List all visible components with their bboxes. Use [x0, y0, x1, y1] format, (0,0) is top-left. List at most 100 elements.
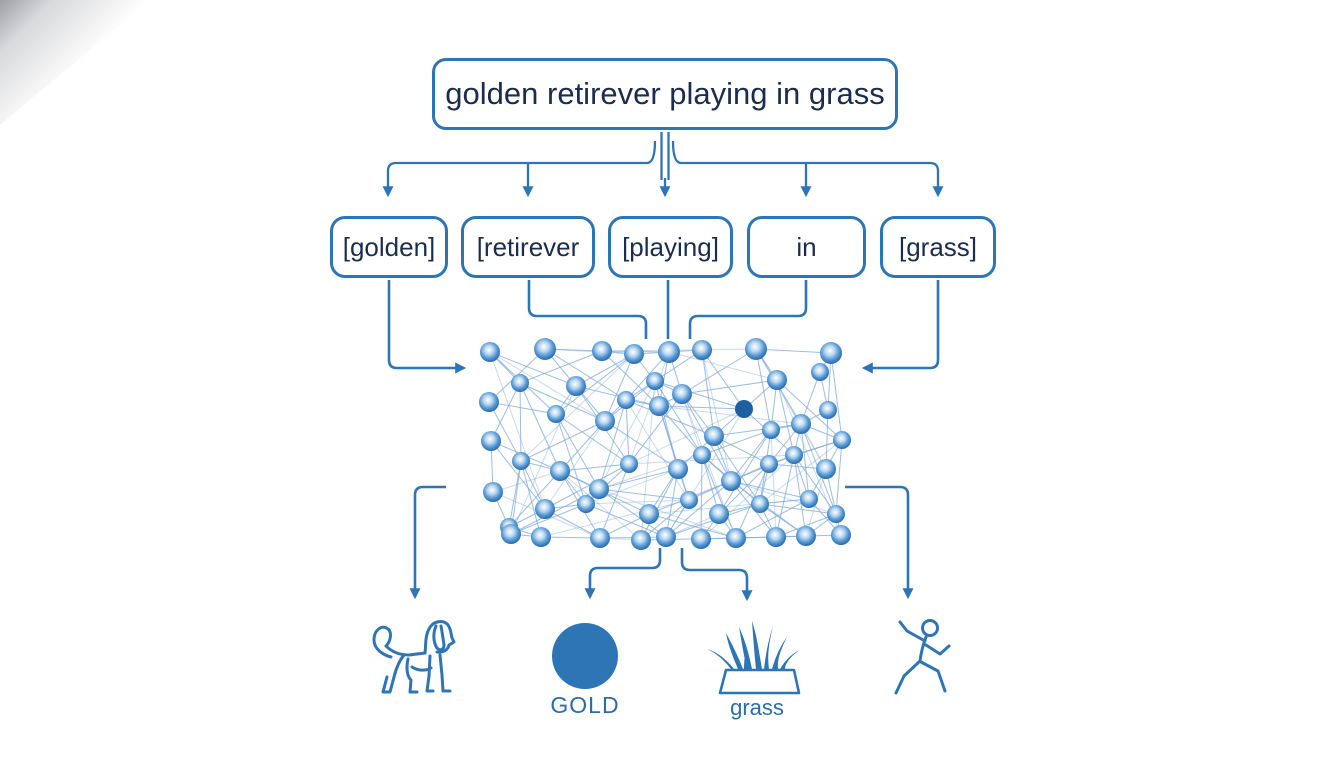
network-edge — [730, 429, 772, 482]
network-edge — [604, 353, 635, 422]
grass-blade — [744, 649, 749, 669]
network-edge — [598, 399, 627, 490]
network-node — [480, 342, 500, 362]
network-edge — [713, 423, 802, 437]
line-in-to-network — [688, 280, 808, 339]
network-edge — [599, 463, 630, 539]
token-label: [grass] — [898, 231, 978, 262]
network-node — [709, 504, 729, 524]
network-edge — [628, 408, 745, 465]
network-edge — [544, 348, 627, 401]
network-edge — [559, 463, 630, 472]
network-node — [577, 495, 595, 513]
network-edge — [713, 435, 761, 505]
network-edge — [625, 399, 630, 465]
token-label: in — [796, 231, 817, 262]
network-edge — [490, 382, 521, 442]
network-edge — [654, 380, 745, 410]
word-network-edges — [488, 348, 843, 541]
grass-blade — [739, 627, 752, 669]
network-node — [649, 396, 669, 416]
network-edge — [625, 399, 690, 501]
network-node — [691, 529, 711, 549]
network-node — [589, 479, 609, 499]
network-node — [479, 392, 499, 412]
network-node — [631, 530, 651, 550]
network-edge — [555, 353, 635, 415]
network-edge — [544, 348, 635, 355]
network-edge — [668, 351, 778, 381]
network-edge — [718, 463, 770, 515]
arrow-network-to-dog — [409, 485, 446, 600]
network-node — [796, 526, 816, 546]
grass-output-label: grass — [730, 695, 784, 720]
network-edge — [489, 351, 606, 422]
token-box-golden: [golden] — [330, 216, 448, 278]
network-edge — [793, 454, 837, 515]
network-edge — [489, 351, 577, 387]
network-node — [692, 340, 712, 360]
network-node — [535, 499, 555, 519]
network-edge — [598, 468, 679, 490]
grass-blade — [707, 649, 734, 669]
dog-tail — [372, 625, 393, 659]
network-edge — [544, 508, 601, 539]
dog-front-leg-1 — [438, 653, 452, 693]
network-edge — [793, 454, 807, 537]
token-box-grass: [grass] — [880, 216, 996, 278]
network-edge — [825, 468, 842, 536]
prompt-text-box: golden retirever playing in grass — [432, 58, 898, 130]
grass-blade — [772, 637, 787, 669]
network-edge — [713, 435, 770, 465]
network-edge — [755, 348, 832, 354]
network-node — [766, 527, 786, 547]
network-edge — [775, 454, 795, 538]
network-node — [501, 524, 521, 544]
network-node — [481, 431, 501, 451]
network-edge — [544, 463, 630, 510]
network-node — [531, 527, 551, 547]
network-edge — [681, 393, 703, 456]
dog-front-leg-2 — [425, 654, 435, 693]
network-edge — [759, 439, 843, 505]
network-edge — [510, 503, 587, 535]
network-node — [833, 431, 851, 449]
network-node — [511, 374, 529, 392]
network-edge — [555, 413, 630, 465]
network-edge — [648, 513, 737, 539]
network-edge — [658, 405, 703, 456]
network-edge — [540, 499, 690, 538]
network-node — [483, 482, 503, 502]
network-node — [658, 341, 680, 363]
network-node — [592, 341, 612, 361]
network-edge — [598, 454, 703, 490]
runner-torso — [918, 635, 928, 663]
network-edge — [658, 405, 745, 410]
arrow-to-token-grass — [671, 140, 944, 198]
network-edge — [830, 352, 843, 441]
network-node — [547, 405, 565, 423]
arrow-to-token-golden — [382, 140, 657, 198]
token-box-playing: [playing] — [608, 216, 733, 278]
network-edge — [681, 348, 757, 395]
network-node — [762, 421, 780, 439]
network-node — [767, 370, 787, 390]
network-edge — [770, 429, 777, 538]
network-edge — [488, 401, 522, 462]
network-node — [726, 528, 746, 548]
network-node — [811, 363, 829, 381]
network-node — [680, 491, 698, 509]
network-edge — [735, 498, 810, 539]
grass-blade — [752, 621, 762, 669]
network-node — [668, 459, 688, 479]
network-edge — [665, 480, 732, 538]
network-node — [656, 527, 676, 547]
network-edge — [488, 401, 557, 415]
arrow-golden-to-network — [387, 280, 467, 374]
network-edge — [519, 382, 606, 422]
network-edge — [519, 350, 603, 384]
token-label: [golden] — [342, 231, 436, 262]
arrow-network-to-runner — [845, 485, 914, 600]
network-node — [512, 452, 530, 470]
